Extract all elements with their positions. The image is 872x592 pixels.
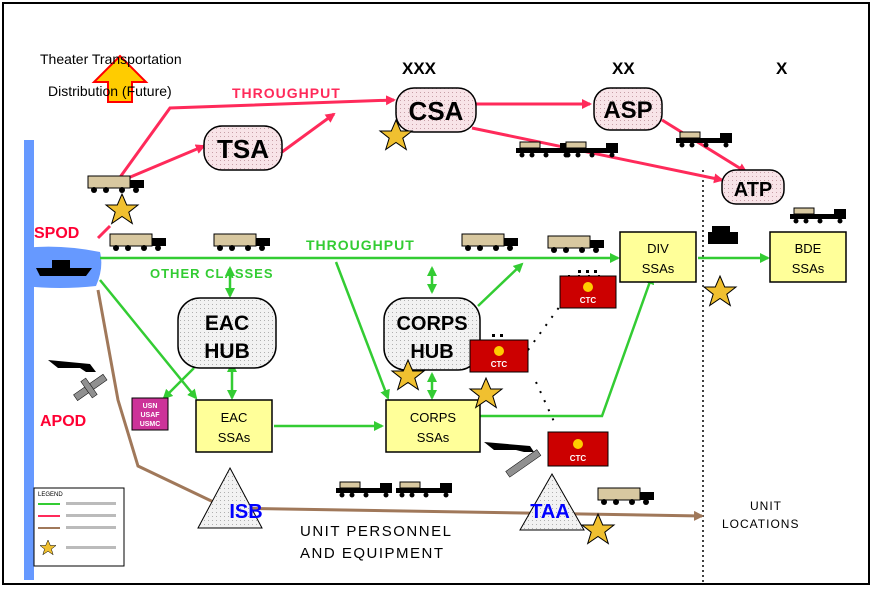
div-ssa-label-1: DIV [647,241,669,256]
tsa-label: TSA [217,134,269,164]
corps-ssa-label-2: SSAs [417,430,450,445]
red-throughput-flows [96,95,748,240]
usaf-label: USAF [140,412,160,419]
eac-hub-label-1: EAC [205,312,249,335]
echelon-division: XX [612,59,635,78]
ctc-label-1: CTC [580,296,597,305]
csa-node: CSA [395,87,477,133]
unit-locations-label-1: UNIT [750,499,782,513]
echelon-brigade: X [776,59,788,78]
legend-text-placeholder [66,502,116,549]
corps-hub-label-2: HUB [410,341,453,363]
runway-icon-2 [505,449,542,478]
bde-ssa-box: BDE SSAs [769,231,847,283]
usn-label: USN [143,403,158,410]
apod-label: APOD [40,413,86,430]
ctc-box-2: CTC [469,339,529,373]
ship-icon [36,260,92,276]
title-arrow-icon [91,54,149,103]
tsa-node: TSA [203,125,283,171]
unit-personnel-label-2: AND EQUIPMENT [300,545,445,562]
corps-ssa-box: CORPS SSAs [385,399,481,453]
div-ssa-box: DIV SSAs [619,231,697,283]
diagram-title-line1: Theater Transportation [40,51,182,67]
red-throughput-label: THROUGHPUT [232,85,341,101]
echelon-corps: XXX [402,59,437,78]
corps-hub-label-1: CORPS [396,313,467,335]
usmc-label: USMC [140,421,161,428]
eac-hub-node: EAC HUB [177,297,277,369]
ctc-label-3: CTC [570,454,587,463]
green-flows [99,253,770,431]
ctc-label-2: CTC [491,360,508,369]
corps-hub-node: CORPS HUB [383,297,481,371]
other-classes-label: OTHER CLASSES [150,266,274,281]
div-ssa-label-2: SSAs [642,261,675,276]
ctc-box-3: CTC [547,431,609,467]
coastline-water [24,140,34,580]
legend-box: LEGEND [33,487,125,567]
green-throughput-label: THROUGHPUT [306,237,415,253]
eac-ssa-box: EAC SSAs [195,399,273,453]
taa-node: TAA [519,472,585,531]
aircraft-icon [48,360,96,372]
spod-label: SPOD [34,225,79,242]
ctc-link-dots [527,275,600,427]
cargo-dots [492,270,597,337]
isb-node: ISB [197,466,263,529]
unit-movement-flow [96,289,704,521]
asp-node: ASP [593,87,663,131]
eac-ssa-label-2: SSAs [218,430,251,445]
corps-ssa-label-1: CORPS [410,410,457,425]
joint-services-box: USN USAF USMC [131,397,169,431]
atp-node: ATP [721,169,785,205]
taa-label: TAA [530,501,570,523]
bde-ssa-label-2: SSAs [792,261,825,276]
asp-label: ASP [603,97,652,124]
atp-label: ATP [734,179,773,201]
ctc-box-1: CTC [559,275,617,309]
military-vehicle-icon [708,226,738,244]
eac-ssa-label-1: EAC [221,410,248,425]
eac-hub-label-2: HUB [204,340,250,363]
unit-personnel-label-1: UNIT PERSONNEL [300,523,452,540]
unit-locations-label-2: LOCATIONS [722,517,799,531]
legend-title: LEGEND [38,492,63,498]
diagram-title-line2: Distribution (Future) [48,83,172,99]
bde-ssa-label-1: BDE [795,241,822,256]
isb-label: ISB [229,501,262,523]
runway-icon [73,373,108,401]
csa-label: CSA [409,96,464,126]
aircraft-icon-2 [484,442,534,452]
